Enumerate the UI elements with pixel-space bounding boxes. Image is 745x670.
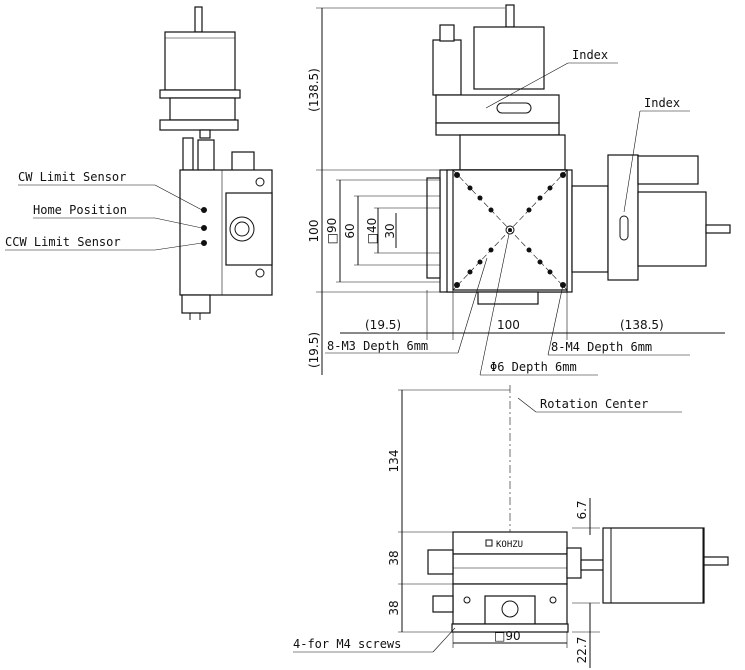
dim-100-vertical: 100	[307, 220, 321, 243]
dim-sq90: □90	[325, 218, 339, 245]
top-view-dimensions: (138.5) 100 (19.5) □90 60 □40 30 (19.5) …	[307, 7, 725, 376]
tapped-holes	[454, 172, 566, 288]
m4-holes-label: 8-M4 Depth 6mm	[551, 340, 652, 354]
dim-134: 134	[387, 450, 401, 473]
dim-22-7: 22.7	[575, 637, 589, 664]
phi6-hole-label: Φ6 Depth 6mm	[490, 360, 577, 374]
screws-label: 4-for M4 screws	[293, 637, 401, 651]
dim-30: 30	[383, 223, 397, 238]
dim-100-horizontal: 100	[497, 318, 520, 332]
m3-holes-label: 8-M3 Depth 6mm	[327, 339, 428, 353]
dim-19-5-vertical: (19.5)	[307, 332, 321, 368]
dim-sq40: □40	[365, 218, 379, 245]
index-right-label: Index	[644, 96, 680, 110]
brand-label: KOHZU	[496, 540, 523, 550]
dim-6-7: 6.7	[575, 500, 589, 519]
front-view-dimensions: 134 38 38 6.7 22.7 □90	[387, 389, 600, 668]
ccw-limit-sensor-label: CCW Limit Sensor	[5, 235, 121, 249]
dim-138-5-vertical: (138.5)	[307, 68, 321, 112]
side-view: CW Limit Sensor Home Position CCW Limit …	[5, 6, 273, 320]
front-view: Rotation Center KOHZU 4-for M4 screws	[293, 385, 729, 653]
cw-limit-sensor-label: CW Limit Sensor	[18, 170, 126, 184]
dim-sq90-bottom: □90	[494, 629, 521, 643]
top-view: Index Index	[426, 4, 731, 305]
home-position-label: Home Position	[33, 203, 127, 217]
index-top-label: Index	[572, 48, 608, 62]
dim-19-5-horizontal: (19.5)	[365, 318, 401, 332]
dim-60: 60	[343, 223, 357, 238]
dim-38-upper: 38	[387, 550, 401, 565]
dim-138-5-horizontal: (138.5)	[620, 318, 664, 332]
dim-38-lower: 38	[387, 600, 401, 615]
rotation-center-label: Rotation Center	[540, 397, 648, 411]
